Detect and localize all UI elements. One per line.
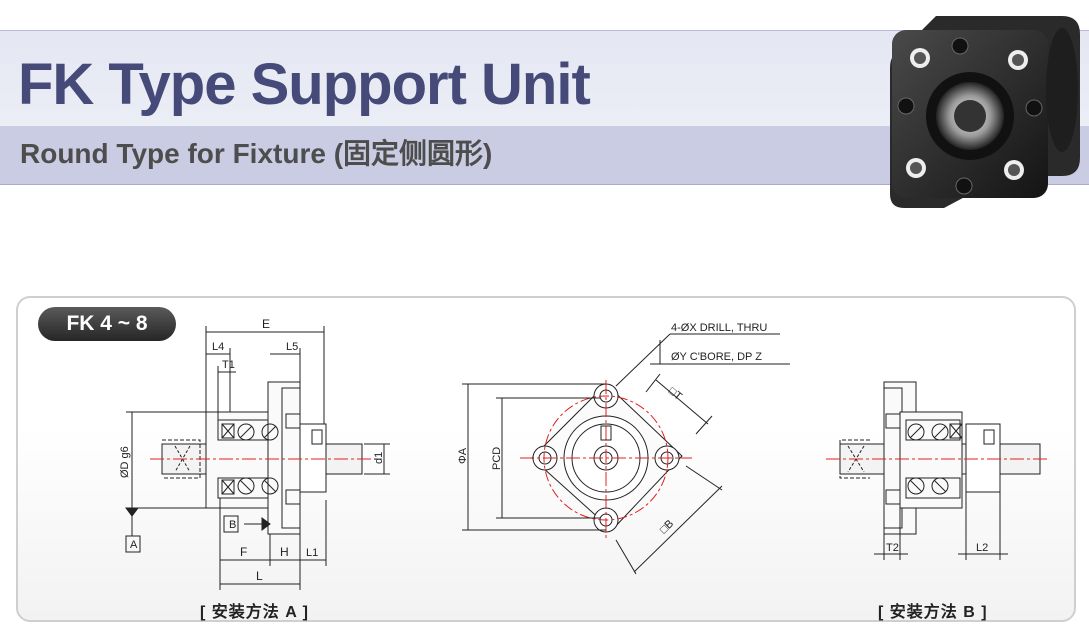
datum-a: A: [130, 539, 138, 551]
dim-h: H: [280, 545, 289, 559]
dim-l: L: [256, 569, 263, 583]
dim-sq-t: □T: [666, 385, 684, 403]
header-bottom-rule: [0, 184, 1089, 185]
dim-d1: d1: [373, 452, 385, 464]
datum-b: B: [229, 519, 236, 531]
dim-l5: L5: [286, 341, 298, 353]
side-view-a: E L4 L5 T1 ØD g6 d1 B A F H L1 L: [119, 317, 390, 590]
dim-f: F: [240, 545, 247, 559]
dim-e: E: [262, 317, 270, 331]
dim-t2: T2: [886, 542, 899, 554]
page-subtitle: Round Type for Fixture (固定侧圆形): [20, 138, 493, 169]
dim-dg6: ØD g6: [119, 446, 131, 478]
page-title: FK Type Support Unit: [18, 52, 591, 117]
dim-t1: T1: [222, 359, 235, 371]
caption-method-b: [ 安装方法 B ]: [878, 604, 988, 621]
dim-l2: L2: [976, 542, 988, 554]
product-photo: [890, 16, 1080, 208]
header-top-rule: [0, 30, 1089, 31]
model-range-badge: FK 4 ~ 8: [38, 307, 176, 341]
front-view: 4-ØX DRILL, THRU ØY C'BORE, DP Z ΦA PCD …: [457, 322, 790, 575]
drill-note: 4-ØX DRILL, THRU: [671, 322, 767, 334]
dim-pcd: PCD: [491, 447, 503, 470]
caption-method-a: [ 安装方法 A ]: [200, 604, 309, 621]
dim-phi-a: ΦA: [457, 447, 469, 464]
dim-l4: L4: [212, 341, 224, 353]
dim-l1: L1: [306, 547, 318, 559]
side-view-b: T2 L2: [826, 381, 1050, 560]
cbore-note: ØY C'BORE, DP Z: [671, 351, 762, 363]
